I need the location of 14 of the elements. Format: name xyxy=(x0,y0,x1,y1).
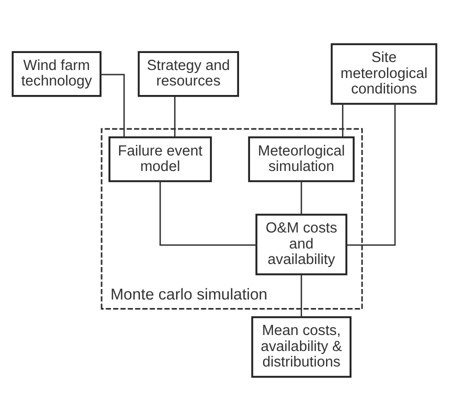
connector xyxy=(346,104,396,246)
node-box: Mean costs, availability & distributions xyxy=(251,316,352,378)
node-box: Site meterological conditions xyxy=(330,42,438,104)
node-box: Failure event model xyxy=(108,136,212,182)
connector xyxy=(174,96,176,136)
connector xyxy=(342,103,344,137)
connector xyxy=(100,73,125,136)
connector xyxy=(300,181,302,214)
node-box: Meteorlogical simulation xyxy=(248,136,355,182)
connector xyxy=(300,274,302,316)
node-box: Wind farm technology xyxy=(12,50,102,96)
node-box: Strategy and resources xyxy=(138,50,240,96)
node-box: O&M costs and availability xyxy=(255,213,348,275)
connector xyxy=(159,180,256,246)
